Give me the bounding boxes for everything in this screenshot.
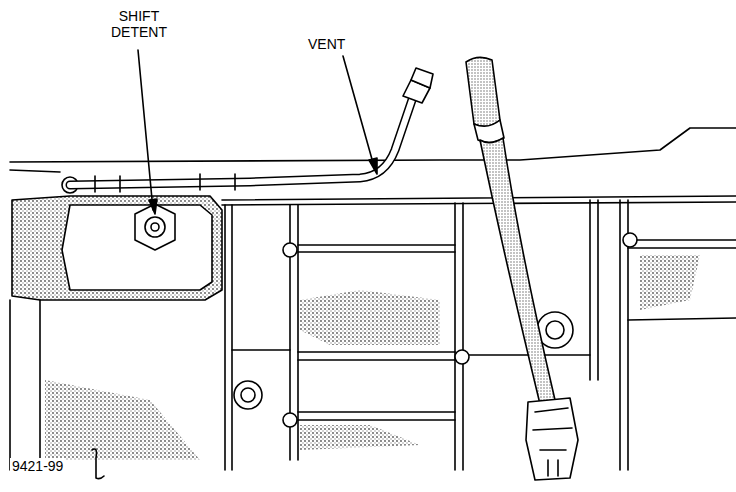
part-label: VENT bbox=[306, 36, 347, 52]
part-label: SHIFT DETENT bbox=[92, 8, 186, 40]
figure-number: 9421-99 bbox=[10, 458, 65, 474]
